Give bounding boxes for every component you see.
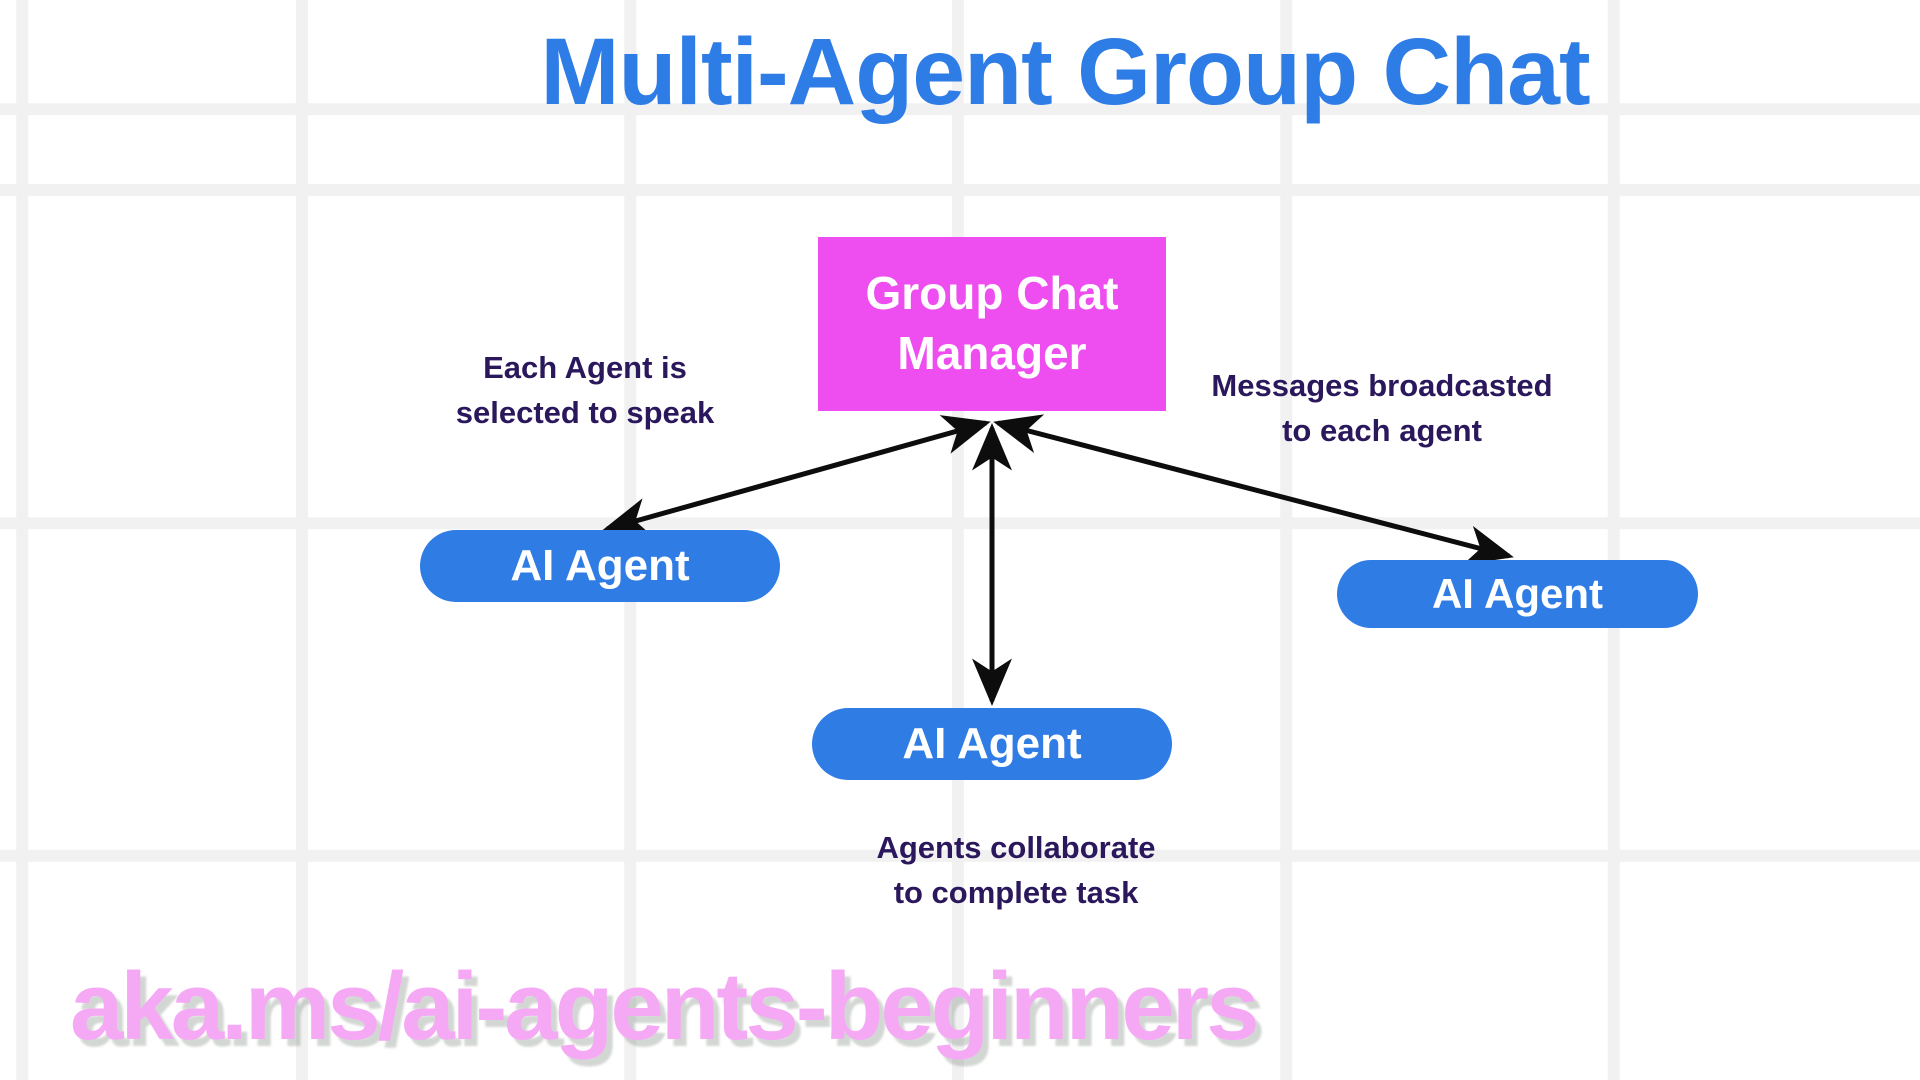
annotation-selected-to-speak: Each Agent is selected to speak: [455, 350, 715, 430]
node-ai-agent-left: AI Agent: [420, 530, 780, 602]
arrow-manager-to-left-agent: [602, 415, 991, 537]
node-ai-agent-center: AI Agent: [812, 708, 1172, 780]
annotation-agents-collaborate: Agents collaborate to complete task: [876, 830, 1156, 910]
watermark-url: aka.ms/ai-agents-beginners: [70, 953, 1259, 1060]
node-ai-agent-right: AI Agent: [1337, 560, 1698, 628]
annotation-messages-broadcasted: Messages broadcasted to each agent: [1211, 368, 1553, 448]
page-title: Multi-Agent Group Chat: [540, 19, 1590, 125]
node-group-chat-manager: Group Chat Manager: [818, 237, 1166, 411]
